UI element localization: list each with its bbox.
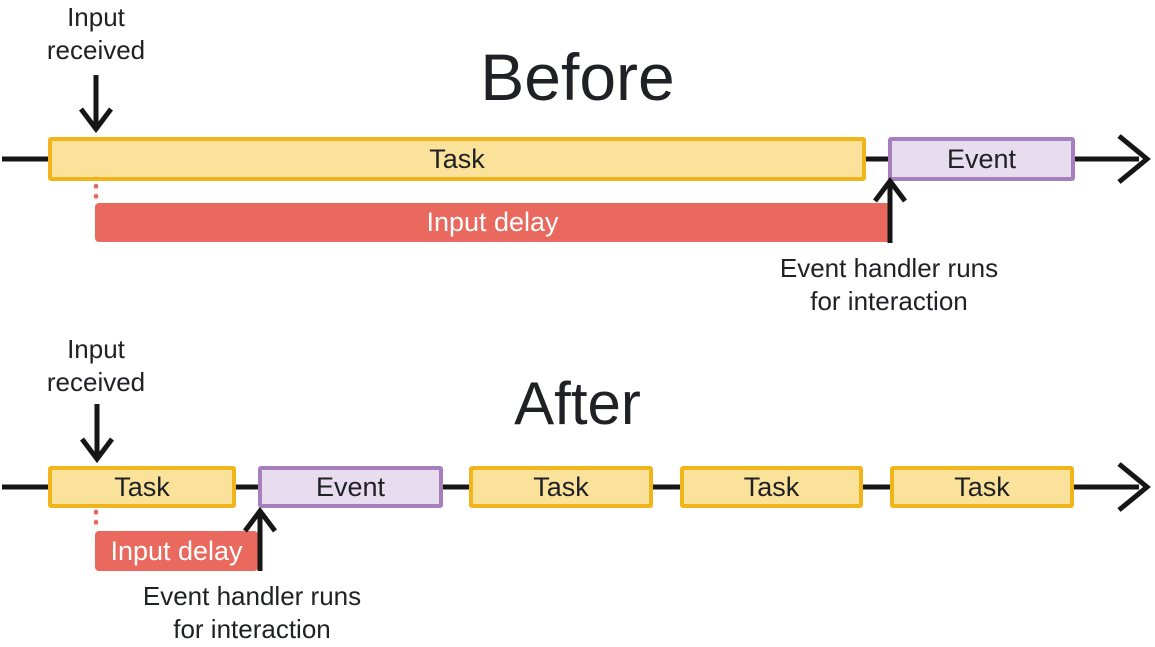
before-event-handler-label: Event handler runs for interaction <box>779 253 999 316</box>
before-input-received-label: Input received <box>46 2 146 65</box>
after-input-received-label: Input received <box>46 334 146 397</box>
after-task-box-3: Task <box>680 466 863 508</box>
before-title: Before <box>480 40 675 114</box>
after-title: After <box>514 370 641 437</box>
before-input-delay-bar: Input delay <box>95 203 890 242</box>
after-task-label-3: Task <box>743 471 800 502</box>
after-event-handler-label: Event handler runs for interaction <box>142 581 362 644</box>
after-input-delay-label: Input delay <box>110 535 243 566</box>
before-event-label: Event <box>946 143 1017 174</box>
after-task-label-1: Task <box>114 471 170 502</box>
after-task-box-4: Task <box>890 466 1074 508</box>
before-task-box: Task <box>48 137 866 181</box>
before-input-delay-label: Input delay <box>426 207 559 237</box>
after-input-delay-bar: Input delay <box>95 531 258 571</box>
after-task-box-1: Task <box>48 466 236 508</box>
before-task-label: Task <box>429 143 485 174</box>
before-event-box: Event <box>888 137 1075 181</box>
after-event-label: Event <box>315 471 386 502</box>
after-task-box-2: Task <box>469 466 653 508</box>
after-task-label-4: Task <box>954 471 1010 502</box>
after-task-label-2: Task <box>533 471 589 502</box>
after-event-box: Event <box>258 466 443 508</box>
